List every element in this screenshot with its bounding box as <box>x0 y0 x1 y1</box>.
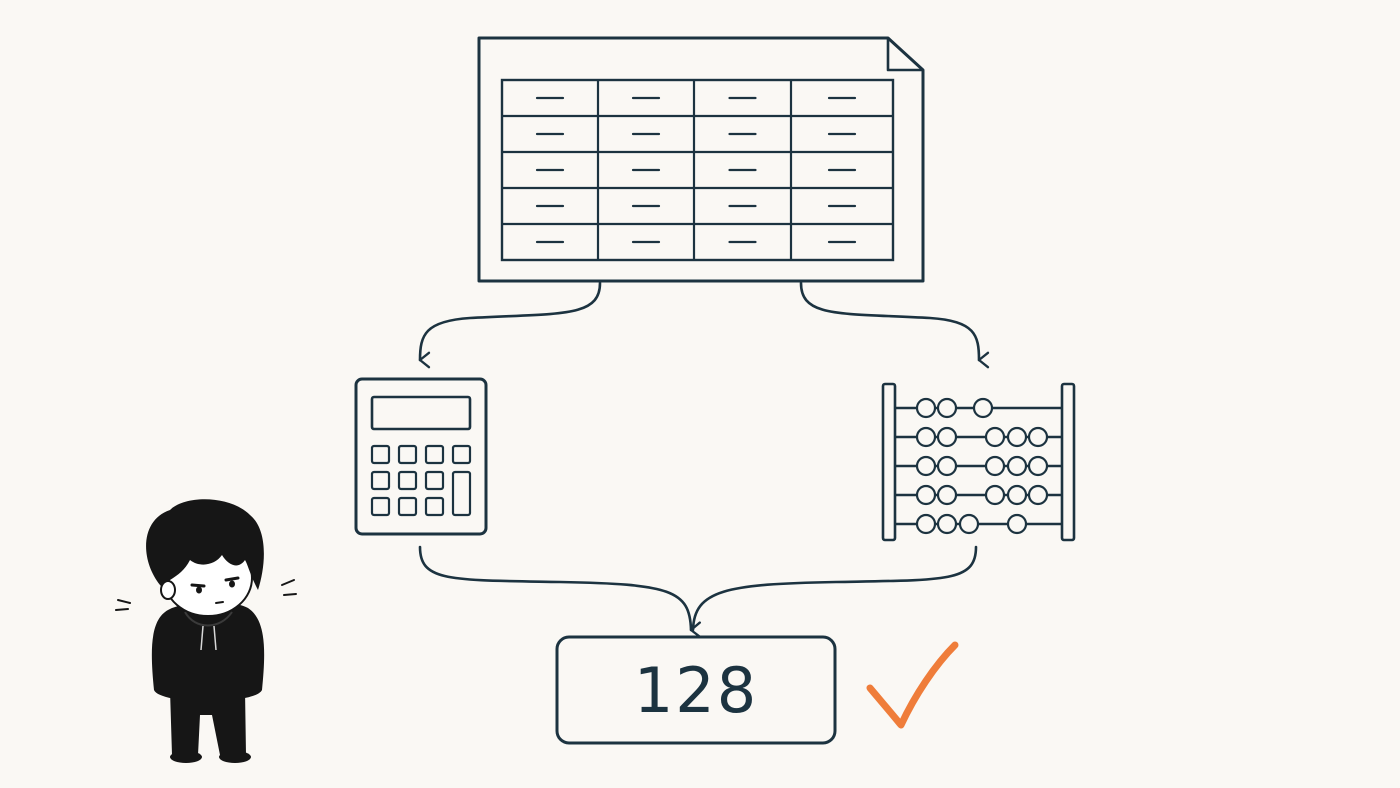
hair <box>146 499 264 590</box>
hoodie <box>151 602 265 702</box>
abacus-bead <box>984 426 1006 448</box>
shoe-left <box>170 751 202 763</box>
abacus-bead <box>1027 426 1049 448</box>
calculator-key <box>397 444 418 465</box>
abacus-bead <box>915 426 937 448</box>
calculator-key <box>397 496 418 517</box>
calculator-key <box>370 496 391 517</box>
eye-left <box>190 583 206 588</box>
abacus-bead <box>972 397 994 419</box>
abacus-bead <box>915 455 937 477</box>
pupil-left <box>196 586 202 594</box>
spreadsheet-grid-frame <box>500 78 895 262</box>
abacus-bead <box>936 397 958 419</box>
shoe-right <box>219 751 251 763</box>
abacus-frame-right <box>1060 382 1076 542</box>
calculator-key <box>424 496 445 517</box>
calculator-tall-key <box>451 470 472 517</box>
abacus-bead <box>936 455 958 477</box>
calculator-icon <box>354 377 488 536</box>
arrow-to-abacus <box>799 281 990 369</box>
calculator-display <box>370 395 472 431</box>
abacus-bead <box>915 484 937 506</box>
abacus-bead <box>1027 455 1049 477</box>
checkmark-icon <box>866 641 959 729</box>
abacus-icon <box>881 382 1076 542</box>
calculator-key <box>424 444 445 465</box>
arrow-calculator-to-result <box>418 545 702 639</box>
hoodie-collar <box>184 611 233 627</box>
worry-marks-right <box>281 579 297 596</box>
arrow-to-calculator <box>418 281 602 369</box>
abacus-bead <box>958 513 980 535</box>
abacus-bead <box>936 426 958 448</box>
calculator-key <box>370 470 391 491</box>
abacus-bead <box>1006 484 1028 506</box>
legs <box>170 690 246 755</box>
calculator-keys <box>370 444 472 517</box>
result-box <box>555 635 837 745</box>
abacus-bead <box>984 455 1006 477</box>
ear <box>160 580 176 600</box>
abacus-bead <box>1027 484 1049 506</box>
arrow-abacus-to-result <box>691 545 978 632</box>
calculator-key <box>451 444 472 465</box>
spreadsheet-grid <box>500 78 895 262</box>
abacus-frame-left <box>881 382 897 542</box>
abacus-bead <box>1006 513 1028 535</box>
worry-marks-left <box>115 599 131 611</box>
hoodie-string-right <box>213 625 217 651</box>
abacus-bead <box>1006 455 1028 477</box>
calculator-key <box>424 470 445 491</box>
mouth <box>215 601 224 604</box>
person-in-hoodie <box>115 499 297 763</box>
abacus-bead <box>936 513 958 535</box>
pupil-right <box>229 580 235 588</box>
abacus-bead <box>1006 426 1028 448</box>
result-value: 128 <box>633 653 759 727</box>
calculator-key <box>370 444 391 465</box>
hoodie-string-left <box>200 625 204 651</box>
abacus-bead <box>915 513 937 535</box>
eye-right <box>224 576 240 582</box>
abacus-bead <box>915 397 937 419</box>
spreadsheet-icon <box>477 36 925 283</box>
calculator-key <box>397 470 418 491</box>
abacus-bead <box>936 484 958 506</box>
abacus-bead <box>984 484 1006 506</box>
abacus-rods <box>895 397 1062 535</box>
